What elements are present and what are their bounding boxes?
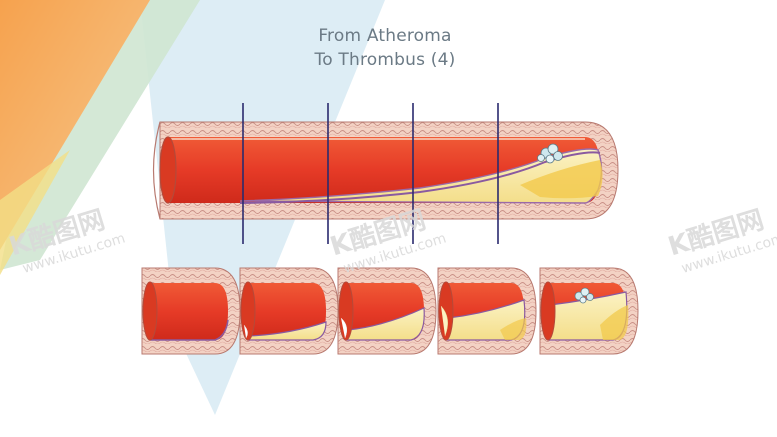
segment-1 xyxy=(141,267,241,355)
segment-5 xyxy=(539,267,639,355)
long-artery xyxy=(152,121,619,220)
elastic-lamina-plaque xyxy=(239,151,601,204)
thrombus xyxy=(537,143,563,164)
lipid-core xyxy=(520,160,603,199)
segment-3 xyxy=(337,267,437,355)
segment-4 xyxy=(437,267,537,355)
artery-left-rim xyxy=(152,121,161,220)
section-markers xyxy=(242,103,499,244)
slide-title-line-1: From Atheroma xyxy=(318,26,452,46)
artery-opening xyxy=(159,136,177,204)
thrombus-small xyxy=(574,287,594,304)
bg-yellow-strip xyxy=(0,150,70,275)
segment-2 xyxy=(239,267,339,355)
slide-title-line-2: To Thrombus (4) xyxy=(314,50,456,70)
